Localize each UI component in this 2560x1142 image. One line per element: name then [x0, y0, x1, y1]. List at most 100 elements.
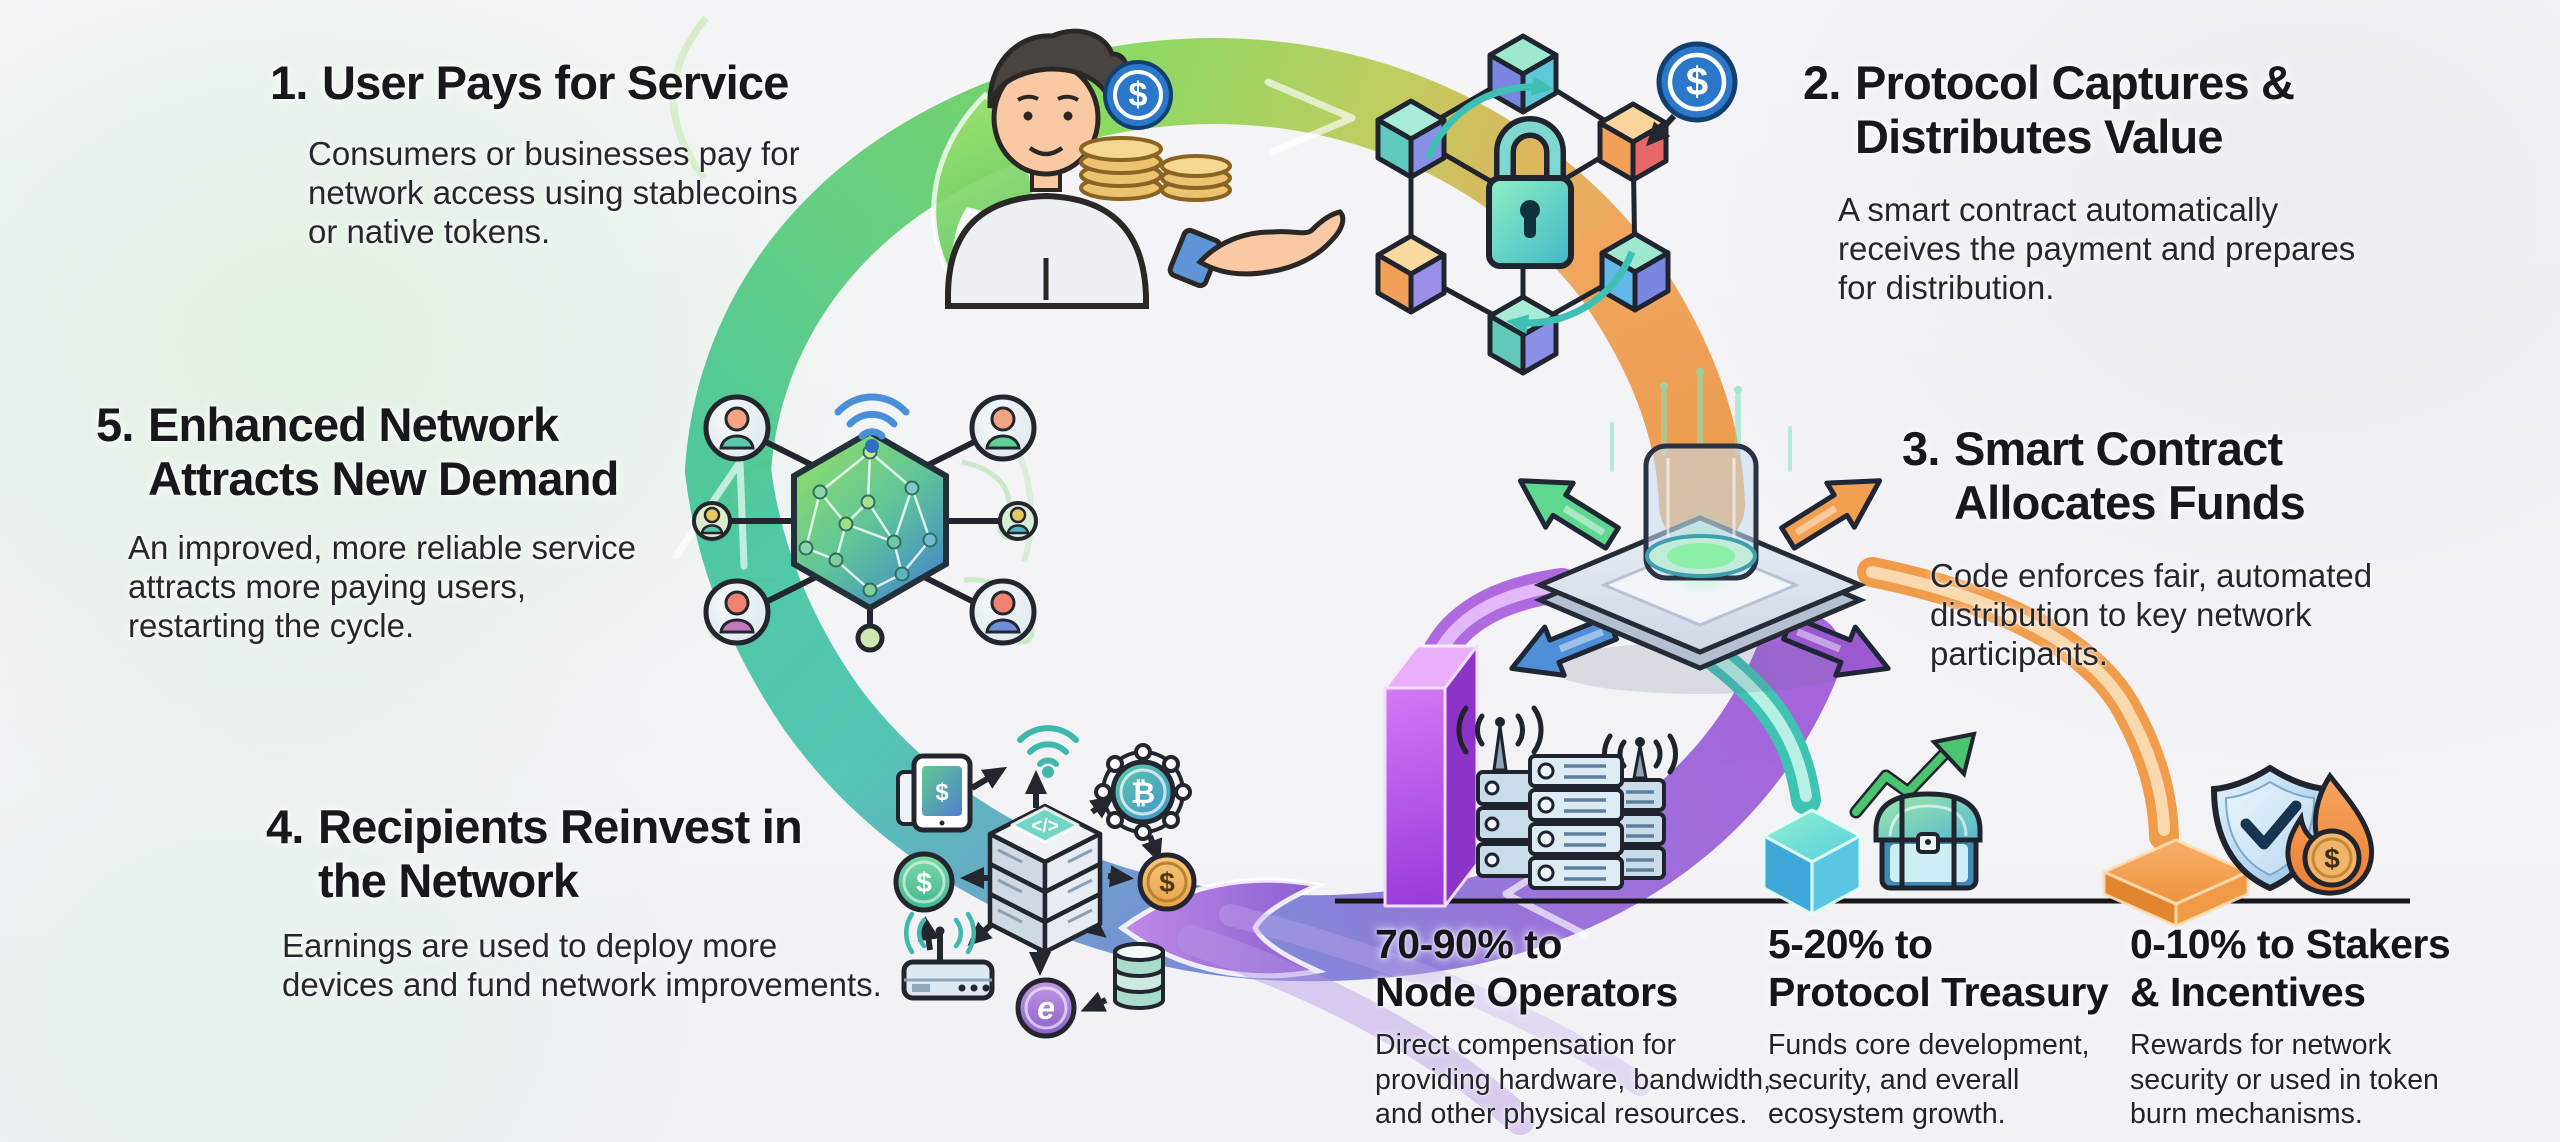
body-line: participants. — [1930, 635, 2108, 672]
growth-arrow-icon — [1849, 731, 1977, 819]
blockchain-lock-icon: $ — [1375, 33, 1738, 376]
smartphone-icon: $ — [896, 753, 973, 833]
step-4-block: 4. Recipients Reinvest in the Network Ea… — [266, 800, 882, 1004]
body-line: receives the payment and prepares — [1838, 230, 2356, 267]
allocation-heading: 5-20% to Protocol Treasury — [1768, 920, 2109, 1016]
purple-fan — [1177, 904, 1651, 1135]
step-number: 4. — [266, 800, 304, 853]
allocation-stakers-incentives: 0-10% to Stakers & Incentives Rewards fo… — [2130, 920, 2451, 1132]
antenna-icon — [1456, 705, 1544, 772]
padlock-icon — [1486, 116, 1574, 269]
light-streaks — [1610, 368, 1792, 472]
step-1-block: 1. User Pays for Service Consumers or bu… — [270, 56, 800, 251]
body-line: or native tokens. — [308, 213, 551, 250]
step-5-block: 5. Enhanced Network Attracts New Demand … — [96, 398, 636, 645]
heading-line: 5-20% to — [1768, 921, 1933, 967]
node-operators-icon — [1383, 644, 1678, 908]
flame-coin-icon: $ — [2285, 771, 2374, 896]
heading-line: Protocol Treasury — [1768, 969, 2109, 1015]
body-line: ecosystem growth. — [1768, 1098, 2006, 1130]
title-line: User Pays for Service — [322, 56, 789, 109]
code-glyph: </> — [1031, 816, 1058, 837]
btc-glyph: ₿ — [1131, 777, 1155, 810]
step-5-title: 5. Enhanced Network Attracts New Demand — [96, 398, 636, 506]
body-line: Earnings are used to deploy more — [282, 927, 778, 964]
step-3-title: 3. Smart Contract Allocates Funds — [1902, 422, 2372, 530]
body-line: for distribution. — [1838, 269, 2055, 306]
treasure-chest-icon — [1873, 791, 1983, 891]
wifi-icon — [1017, 725, 1079, 778]
title-line: Enhanced Network — [148, 398, 559, 451]
body-line: Consumers or businesses pay for — [308, 135, 800, 172]
heading-line: 70-90% to — [1375, 921, 1562, 967]
stakers-icon: $ — [2102, 764, 2374, 928]
ring-segment-bottom — [1149, 612, 1843, 982]
step-3-block: 3. Smart Contract Allocates Funds Code e… — [1902, 422, 2372, 673]
green-dollar-glyph: $ — [916, 867, 932, 898]
step-number: 3. — [1902, 422, 1940, 475]
body-line: security or used in token — [2130, 1063, 2439, 1096]
body-line: security, and everall — [1768, 1063, 2020, 1096]
open-hand-icon — [1196, 209, 1346, 277]
smart-contract-icon — [1509, 368, 1891, 694]
treasury-icon — [1762, 731, 1983, 916]
body-line: attracts more paying users, — [128, 568, 526, 605]
bitcoin-coin-icon: ₿ — [1094, 743, 1192, 841]
chevron-top-band — [1264, 78, 1356, 156]
title-line: Allocates Funds — [1954, 476, 2306, 529]
body-line: restarting the cycle. — [128, 607, 415, 644]
usdc-coin-icon: $ — [1656, 41, 1738, 123]
step-4-title: 4. Recipients Reinvest in the Network — [266, 800, 882, 908]
step-number: 5. — [96, 398, 134, 451]
network-users-icon — [692, 393, 1038, 653]
body-line: burn mechanisms. — [2130, 1098, 2363, 1130]
allocation-body: Direct compensation for providing hardwa… — [1375, 1028, 1771, 1132]
allocation-heading: 0-10% to Stakers & Incentives — [2130, 920, 2451, 1016]
purple-bar — [1383, 644, 1479, 908]
ecoin-glyph: e — [1037, 990, 1055, 1026]
title-line: the Network — [318, 854, 579, 907]
allocation-arrows — [1509, 478, 1891, 678]
body-line: network access using stablecoins — [308, 174, 798, 211]
title-line: Distributes Value — [1855, 110, 2224, 163]
body-line: A smart contract automatically — [1838, 191, 2279, 228]
orange-platform-icon — [2102, 838, 2250, 928]
person-icon — [945, 28, 1346, 309]
server-rack-icon — [1456, 705, 1678, 890]
glass-cube — [1643, 443, 1759, 581]
payment-arrow — [1645, 113, 1677, 147]
allocation-protocol-treasury: 5-20% to Protocol Treasury Funds core de… — [1768, 920, 2109, 1132]
avatar-icon — [692, 501, 732, 541]
avatar-icon — [998, 501, 1038, 541]
allocation-body: Rewards for network security or used in … — [2130, 1028, 2450, 1132]
server-stack-icon: </> — [987, 803, 1103, 955]
heading-line: Node Operators — [1375, 969, 1678, 1015]
title-line: Attracts New Demand — [148, 452, 619, 505]
router-icon — [901, 911, 995, 1001]
heading-line: & Incentives — [2130, 969, 2366, 1015]
allocation-heading: 70-90% to Node Operators — [1375, 920, 1771, 1016]
user-payment-icon: $ — [945, 28, 1346, 309]
step-3-body: Code enforces fair, automated distributi… — [1902, 556, 2372, 673]
step-1-body: Consumers or businesses pay for network … — [270, 134, 800, 251]
body-line: Code enforces fair, automated — [1930, 557, 2373, 594]
body-line: distribution to key network — [1930, 596, 2312, 633]
body-line: Direct compensation for — [1375, 1029, 1676, 1061]
dollar-coin-icon: $ — [1137, 852, 1197, 912]
wifi-icon — [834, 393, 910, 453]
allocation-node-operators: 70-90% to Node Operators Direct compensa… — [1375, 920, 1771, 1132]
body-line: Rewards for network — [2130, 1029, 2392, 1061]
title-line: Smart Contract — [1954, 422, 2283, 475]
heading-line: 0-10% to Stakers — [2130, 921, 2451, 967]
body-line: providing hardware, bandwidth, — [1375, 1063, 1772, 1096]
avatar-icon — [969, 578, 1037, 646]
step-5-body: An improved, more reliable service attra… — [96, 528, 636, 645]
token-coin-icon: e — [1015, 977, 1077, 1039]
teal-cube-icon — [1762, 808, 1862, 916]
avatar-icon — [703, 578, 771, 646]
burn-dollar-glyph: $ — [2324, 843, 2340, 874]
coin-stack-icon — [1079, 136, 1232, 202]
title-line: Protocol Captures & — [1855, 56, 2295, 109]
